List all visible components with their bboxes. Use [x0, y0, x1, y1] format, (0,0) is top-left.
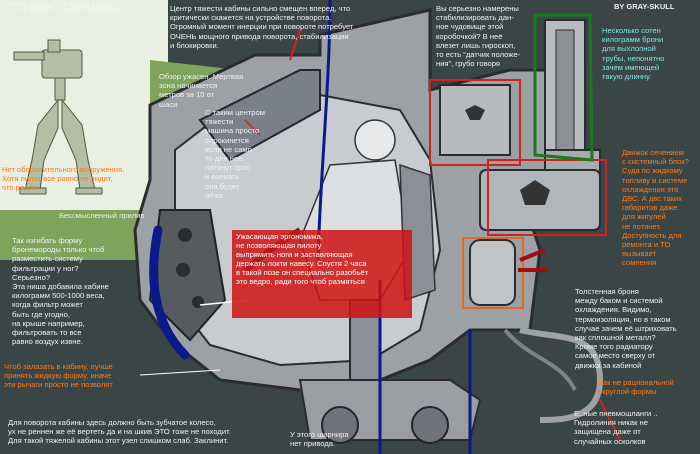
page-title: “Страж” (Sentinel)	[6, 0, 122, 14]
note-filler: Чтоб залазать в кабину, лучше принять жи…	[4, 362, 113, 390]
artist-credit: BY GRAY-SKULL	[614, 2, 675, 11]
note-filter: Так изгибать форму бронемороды только чт…	[12, 236, 109, 347]
note-stabilize: Вы серьезно намерены стабилизировать дан…	[436, 4, 521, 69]
note-defensive: Нет оборонительного вооружения. Хотя пил…	[2, 165, 125, 193]
note-bolt: Бессмысленный прилив	[59, 211, 145, 220]
note-engine: Движок сечением с системный блок? Суда п…	[622, 148, 689, 268]
note-thick-armor: Толстенная броня между баком и системой …	[575, 287, 677, 370]
note-center-pilot: С таким центром тяжести машина просто оп…	[205, 108, 265, 200]
note-view: Обзор ужасен. Мертвая зона начинается ме…	[159, 72, 244, 109]
note-hinge: У этого шарнира нет привода.	[290, 430, 349, 449]
mech-sketch-icon	[13, 39, 103, 195]
note-center-mass: Центр тяжести кабины сильно смещен впере…	[170, 4, 354, 50]
note-hoses: Е..ные пневмошланги .. Гидролиния никак …	[574, 409, 658, 446]
note-armor-exhaust: Несколько сотен килограмм брони для выхл…	[602, 26, 665, 82]
note-tank-shape: Бак не рациональной округлой формы	[598, 378, 674, 397]
note-pilot-pose: Ужасающая эргономика, не позволяющая пил…	[232, 230, 412, 318]
note-turning: Для поворота кабины здесь должно быть зу…	[8, 418, 231, 446]
